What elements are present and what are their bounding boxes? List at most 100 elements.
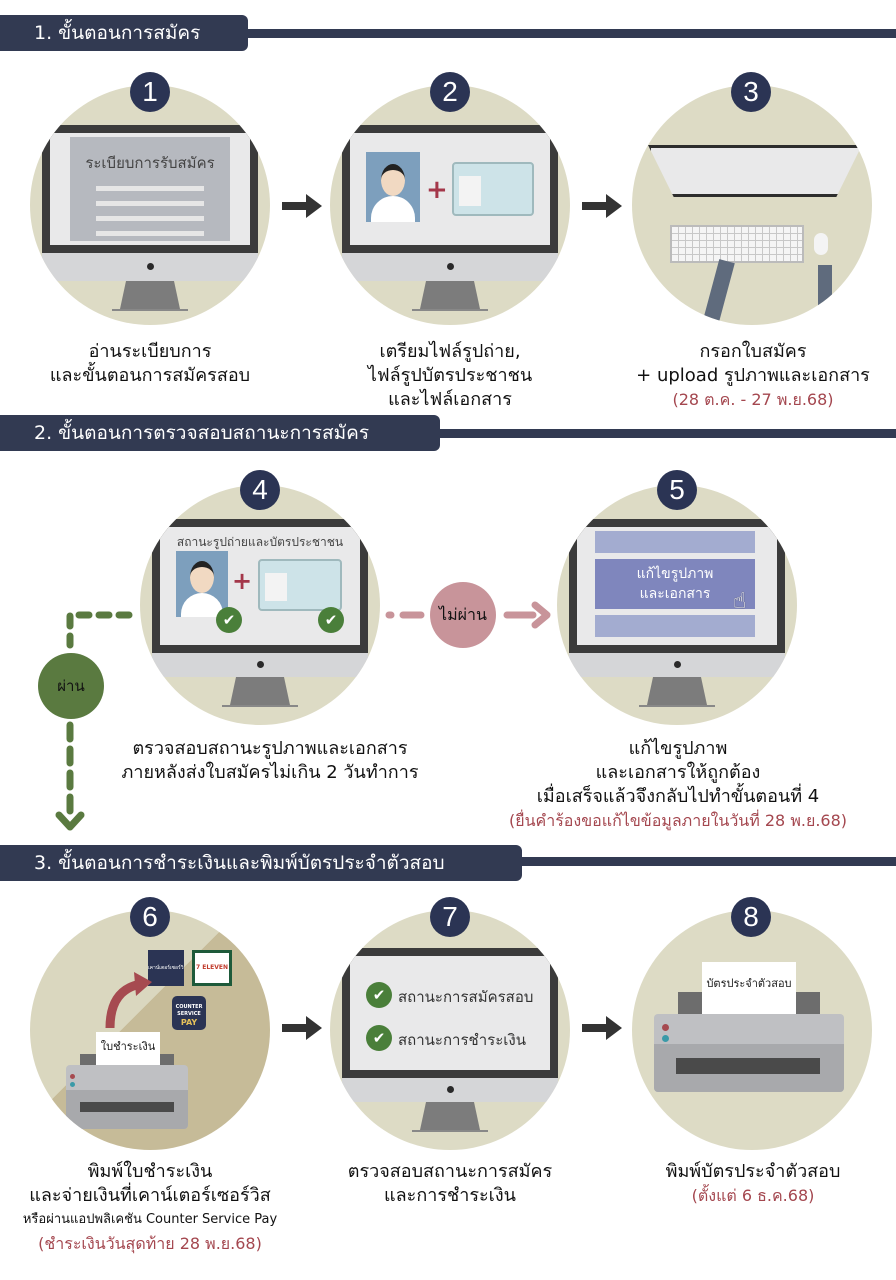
logo-line: SERVICE <box>177 1011 201 1017</box>
caption-line: เมื่อเสร็จแล้วจึงกลับไปทำขั้นตอนที่ 4 <box>536 786 820 807</box>
fail-badge: ไม่ผ่าน <box>430 582 496 648</box>
caption-line: และจ่ายเงินที่เคาน์เตอร์เซอร์วิส <box>29 1185 271 1206</box>
step-1-circle: ระเบียบการรับสมัคร <box>30 85 270 325</box>
payment-slip: ใบชำระเงิน <box>96 1032 160 1065</box>
monitor-power-dot <box>257 661 264 668</box>
step-7-circle: ✔ สถานะการสมัครสอบ ✔ สถานะการชำระเงิน <box>330 910 570 1150</box>
section-1-rule <box>240 29 896 38</box>
mouse <box>814 233 828 255</box>
step-2-circle: + <box>330 85 570 325</box>
person-head <box>190 561 214 593</box>
id-card <box>452 162 534 216</box>
caption-sub: หรือผ่านแอปพลิเคชัน Counter Service Pay <box>22 1212 278 1227</box>
caption-line: และการชำระเงิน <box>384 1185 516 1206</box>
portrait-photo <box>176 551 228 617</box>
counter-service-logo: เคาน์เตอร์เซอร์วิส <box>148 950 184 986</box>
section-2-header: 2. ขั้นตอนการตรวจสอบสถานะการสมัคร <box>0 415 440 451</box>
arrow-right-icon <box>582 1016 622 1040</box>
counter-service-pay-logo: COUNTER SERVICE PAY <box>172 996 206 1030</box>
caption-line: ตรวจสอบสถานะการสมัคร <box>347 1161 553 1182</box>
person-shoulders <box>371 196 415 222</box>
caption-line: พิมพ์บัตรประจำตัวสอบ <box>665 1161 841 1182</box>
monitor-power-dot <box>674 661 681 668</box>
check-icon: ✔ <box>318 607 344 633</box>
screen-bar <box>595 531 755 553</box>
pass-dashed-path <box>55 611 133 831</box>
monitor-base <box>412 309 488 311</box>
status-item-payment: สถานะการชำระเงิน <box>398 1031 526 1049</box>
step-6-circle: เคาน์เตอร์เซอร์วิส 7 ELEVEN COUNTER SERV… <box>30 910 270 1150</box>
id-card-photo <box>459 176 481 206</box>
check-icon: ✔ <box>366 1025 392 1051</box>
monitor-base <box>222 705 298 707</box>
screen-title: สถานะรูปถ่ายและบัตรประชาชน <box>176 535 344 549</box>
monitor-stand <box>420 1102 480 1130</box>
monitor-power-dot <box>147 263 154 270</box>
step-7-caption: ตรวจสอบสถานะการสมัคร และการชำระเงิน <box>310 1160 590 1208</box>
logo-line: COUNTER <box>175 1004 203 1010</box>
fail-label: ไม่ผ่าน <box>439 605 487 624</box>
id-card <box>258 559 342 611</box>
step-8-caption: พิมพ์บัตรประจำตัวสอบ (ตั้งแต่ 6 ธ.ค.68) <box>610 1160 896 1208</box>
text-line <box>96 201 204 206</box>
section-3-header: 3. ขั้นตอนการชำระเงินและพิมพ์บัตรประจำตั… <box>0 845 522 881</box>
monitor-screen <box>350 956 550 1070</box>
date-note: (ตั้งแต่ 6 ธ.ค.68) <box>691 1186 815 1205</box>
monitor-top-view <box>648 145 862 197</box>
caption-line: + upload รูปภาพและเอกสาร <box>636 365 870 386</box>
step-4-caption: ตรวจสอบสถานะรูปภาพและเอกสาร ภายหลังส่งใบ… <box>100 737 440 785</box>
fail-dashed-arrow <box>385 601 551 629</box>
text-line <box>96 186 204 191</box>
monitor-stand <box>647 677 707 705</box>
left-arm <box>701 259 735 325</box>
step-3-badge: 3 <box>731 72 771 112</box>
date-note: (ชำระเงินวันสุดท้าย 28 พ.ย.68) <box>38 1234 262 1253</box>
arrow-right-icon <box>582 194 622 218</box>
pass-badge: ผ่าน <box>38 653 104 719</box>
step-3-caption: กรอกใบสมัคร + upload รูปภาพและเอกสาร (28… <box>610 340 896 412</box>
caption-line: ภายหลังส่งใบสมัครไม่เกิน 2 วันทำการ <box>121 762 419 783</box>
printer-slot <box>80 1102 174 1112</box>
monitor-base <box>412 1130 488 1132</box>
step-2-caption: เตรียมไฟล์รูปถ่าย, ไฟล์รูปบัตรประชาชน แล… <box>320 340 580 412</box>
monitor-power-dot <box>447 263 454 270</box>
arrow-right-icon <box>282 1016 322 1040</box>
step-7-badge: 7 <box>430 897 470 937</box>
printer-red-light <box>70 1074 75 1079</box>
id-card-photo <box>265 573 287 601</box>
text-line <box>96 231 204 236</box>
printer-slot <box>676 1058 820 1074</box>
caption-line: เตรียมไฟล์รูปถ่าย, <box>379 341 521 362</box>
pass-label: ผ่าน <box>57 677 85 695</box>
step-5-circle: แก้ไขรูปภาพ และเอกสาร ☝ <box>557 485 797 725</box>
caption-line: แก้ไขรูปภาพ <box>628 738 728 759</box>
step-8-badge: 8 <box>731 897 771 937</box>
section-1-header: 1. ขั้นตอนการสมัคร <box>0 15 248 51</box>
exam-card-paper: บัตรประจำตัวสอบ <box>702 962 796 1014</box>
monitor-stand <box>230 677 290 705</box>
pointer-hand-icon: ☝ <box>733 589 747 614</box>
monitor-base <box>112 309 188 311</box>
keyboard <box>670 225 804 263</box>
edit-button-line: แก้ไขรูปภาพ <box>636 566 714 582</box>
step-6-badge: 6 <box>130 897 170 937</box>
step-4-badge: 4 <box>240 470 280 510</box>
monitor-stand <box>420 281 480 309</box>
caption-line: และขั้นตอนการสมัครสอบ <box>49 365 251 386</box>
check-icon: ✔ <box>366 982 392 1008</box>
step-4-circle: สถานะรูปถ่ายและบัตรประชาชน + ✔ ✔ <box>140 485 380 725</box>
monitor-power-dot <box>447 1086 454 1093</box>
logo-line: PAY <box>180 1018 198 1027</box>
caption-line: กรอกใบสมัคร <box>699 341 807 362</box>
step-3-circle <box>632 85 872 325</box>
edit-button: แก้ไขรูปภาพ และเอกสาร <box>595 559 755 609</box>
right-arm <box>818 265 832 325</box>
text-line <box>96 216 204 221</box>
check-icon: ✔ <box>216 607 242 633</box>
seven-eleven-logo: 7 ELEVEN <box>192 950 232 986</box>
caption-line: พิมพ์ใบชำระเงิน <box>87 1161 213 1182</box>
step-8-circle: บัตรประจำตัวสอบ <box>632 910 872 1150</box>
curved-arrow-icon <box>105 972 152 1029</box>
arrow-right-icon <box>282 194 322 218</box>
caption-line: อ่านระเบียบการ <box>88 341 212 362</box>
